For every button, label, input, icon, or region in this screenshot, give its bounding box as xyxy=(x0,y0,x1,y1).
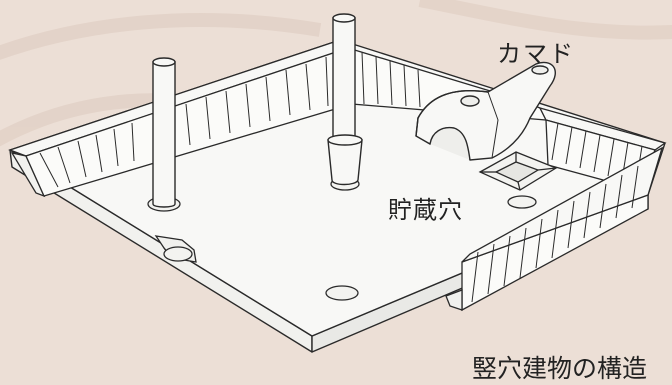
storage-pit-hole xyxy=(478,151,558,191)
kamado-oven xyxy=(415,61,556,161)
center-post xyxy=(327,13,363,186)
diagram-title: 竪穴建物の構造 xyxy=(472,354,648,383)
front-right-wall xyxy=(445,146,664,312)
left-post xyxy=(152,57,176,208)
back-left-wall xyxy=(8,39,353,198)
drain-slot xyxy=(154,235,197,263)
kamado-label: カマド xyxy=(497,40,575,68)
storage-pit-label: 貯蔵穴 xyxy=(388,196,463,224)
